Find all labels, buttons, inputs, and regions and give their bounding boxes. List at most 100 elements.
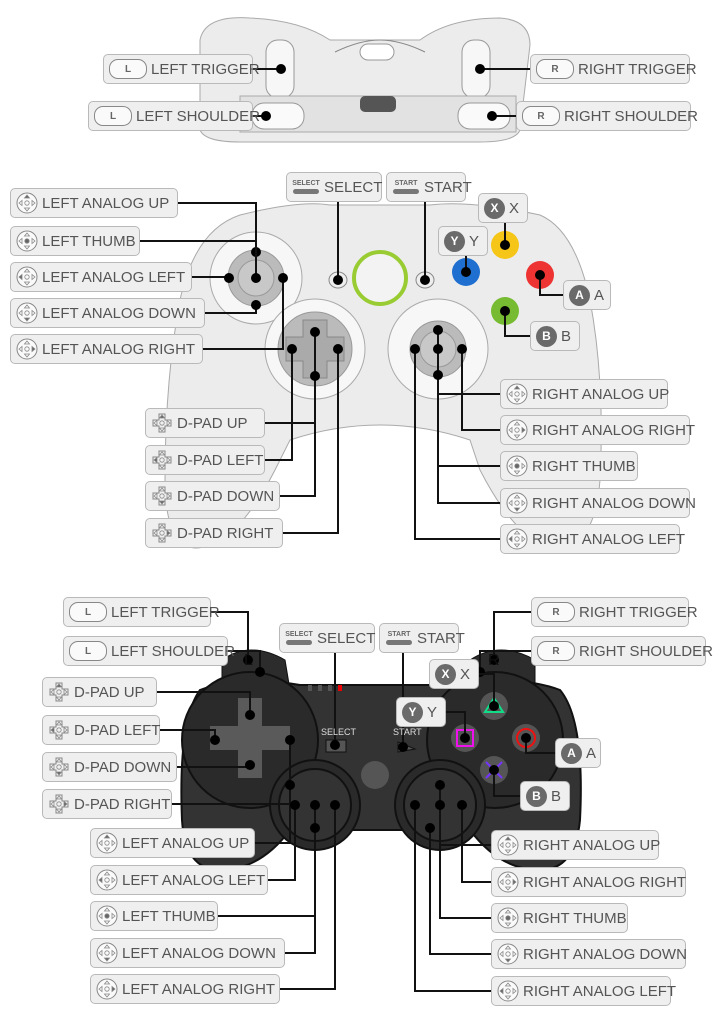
connector-line (280, 805, 336, 990)
connector-line (414, 349, 500, 540)
dpad-right-icon (48, 793, 70, 815)
select-icon: SELECT (292, 180, 320, 194)
mapping-label-left-thumb: LEFT THUMB (90, 901, 218, 931)
mapping-label-left-analog-left: LEFT ANALOG LEFT (10, 262, 192, 292)
connector-line (539, 275, 563, 296)
connector-dot (489, 765, 499, 775)
connector-dot (330, 740, 340, 750)
connector-line (280, 376, 316, 497)
dpad-down-icon (48, 756, 70, 778)
mapping-label-text: LEFT THUMB (42, 232, 136, 250)
mapping-label-right-thumb: RIGHT THUMB (491, 903, 628, 933)
connector-dot (310, 327, 320, 337)
connector-line (192, 276, 230, 278)
mapping-label-text: D-PAD LEFT (74, 721, 161, 739)
connector-line (414, 805, 491, 992)
connector-dot (398, 742, 408, 752)
connector-dot (435, 800, 445, 810)
r-button-icon: R (537, 602, 575, 622)
mapping-label-right-analog-right: RIGHT ANALOG RIGHT (500, 415, 695, 445)
mapping-label-text: D-PAD RIGHT (177, 524, 274, 542)
connector-line (157, 691, 251, 715)
mapping-label-text: RIGHT ANALOG DOWN (532, 494, 696, 512)
connector-line (461, 805, 491, 883)
stick-thumb-icon (16, 230, 38, 252)
mapping-label-text: LEFT THUMB (122, 907, 216, 925)
a-button-icon: A (569, 284, 590, 306)
connector-dot (433, 370, 443, 380)
connector-dot (310, 800, 320, 810)
connector-dot (276, 64, 286, 74)
connector-dot (290, 800, 300, 810)
mapping-label-d-pad-right: D-PAD RIGHT (145, 518, 283, 548)
mapping-label-left-analog-right: LEFT ANALOG RIGHT (90, 974, 280, 1004)
connector-dot (251, 300, 261, 310)
stick-right-icon (497, 871, 519, 893)
mapping-label-text: LEFT ANALOG RIGHT (42, 340, 196, 358)
stick-down-icon (497, 943, 519, 965)
connector-dot (333, 275, 343, 285)
mapping-label-text: RIGHT SHOULDER (564, 107, 698, 125)
connector-dot (435, 780, 445, 790)
connector-line (268, 805, 296, 881)
connector-line (461, 349, 500, 431)
l-button-icon: L (94, 106, 132, 126)
ps-r-mark: R (488, 652, 500, 669)
l-button-icon: L (69, 641, 107, 661)
connector-line (211, 611, 249, 660)
connector-dot (457, 344, 467, 354)
mapping-label-d-pad-right: D-PAD RIGHT (42, 789, 172, 819)
dpad-up-icon (151, 412, 173, 434)
y-button-icon: Y (444, 230, 465, 252)
b-button-icon: B (526, 785, 547, 807)
connector-line (504, 311, 530, 337)
connector-dot (245, 760, 255, 770)
mapping-label-text: START (417, 629, 465, 647)
stick-down-icon (16, 302, 38, 324)
mapping-label-text: RIGHT ANALOG DOWN (523, 945, 687, 963)
connector-dot (243, 655, 253, 665)
mapping-label-text: A (586, 744, 597, 762)
mapping-label-right-analog-left: RIGHT ANALOG LEFT (491, 976, 676, 1006)
connector-dot (420, 275, 430, 285)
mapping-label-left-analog-down: LEFT ANALOG DOWN (10, 298, 205, 328)
mapping-label-d-pad-down: D-PAD DOWN (145, 481, 280, 511)
start-icon: START (392, 180, 420, 194)
stick-left-icon (16, 266, 38, 288)
mapping-label-text: RIGHT ANALOG LEFT (523, 982, 677, 1000)
connector-dot (245, 710, 255, 720)
connector-line (178, 202, 257, 252)
connector-dot (333, 344, 343, 354)
mapping-label-text: X (509, 199, 520, 217)
stick-thumb-icon (96, 905, 118, 927)
connector-dot (310, 371, 320, 381)
connector-dot (521, 733, 531, 743)
connector-dot (489, 701, 499, 711)
mapping-label-text: LEFT ANALOG LEFT (42, 268, 186, 286)
connector-dot (287, 344, 297, 354)
mapping-label-text: RIGHT ANALOG RIGHT (532, 421, 696, 439)
a-button-icon: A (561, 742, 582, 764)
mapping-label-text: LEFT SHOULDER (136, 107, 260, 125)
mapping-label-text: X (460, 665, 471, 683)
mapping-label-text: LEFT TRIGGER (111, 603, 220, 621)
mapping-label-left-thumb: LEFT THUMB (10, 226, 140, 256)
connector-dot (330, 800, 340, 810)
dpad-right-icon (151, 522, 173, 544)
connector-dot (487, 111, 497, 121)
connector-dot (475, 64, 485, 74)
connector-line (493, 770, 520, 797)
stick-left-icon (506, 528, 528, 550)
mapping-label-text: LEFT ANALOG UP (122, 834, 250, 852)
mapping-label-d-pad-up: D-PAD UP (42, 677, 157, 707)
connector-dot (261, 111, 271, 121)
mapping-label-text: RIGHT THUMB (532, 457, 636, 475)
stick-right-icon (16, 338, 38, 360)
stick-left-icon (497, 980, 519, 1002)
